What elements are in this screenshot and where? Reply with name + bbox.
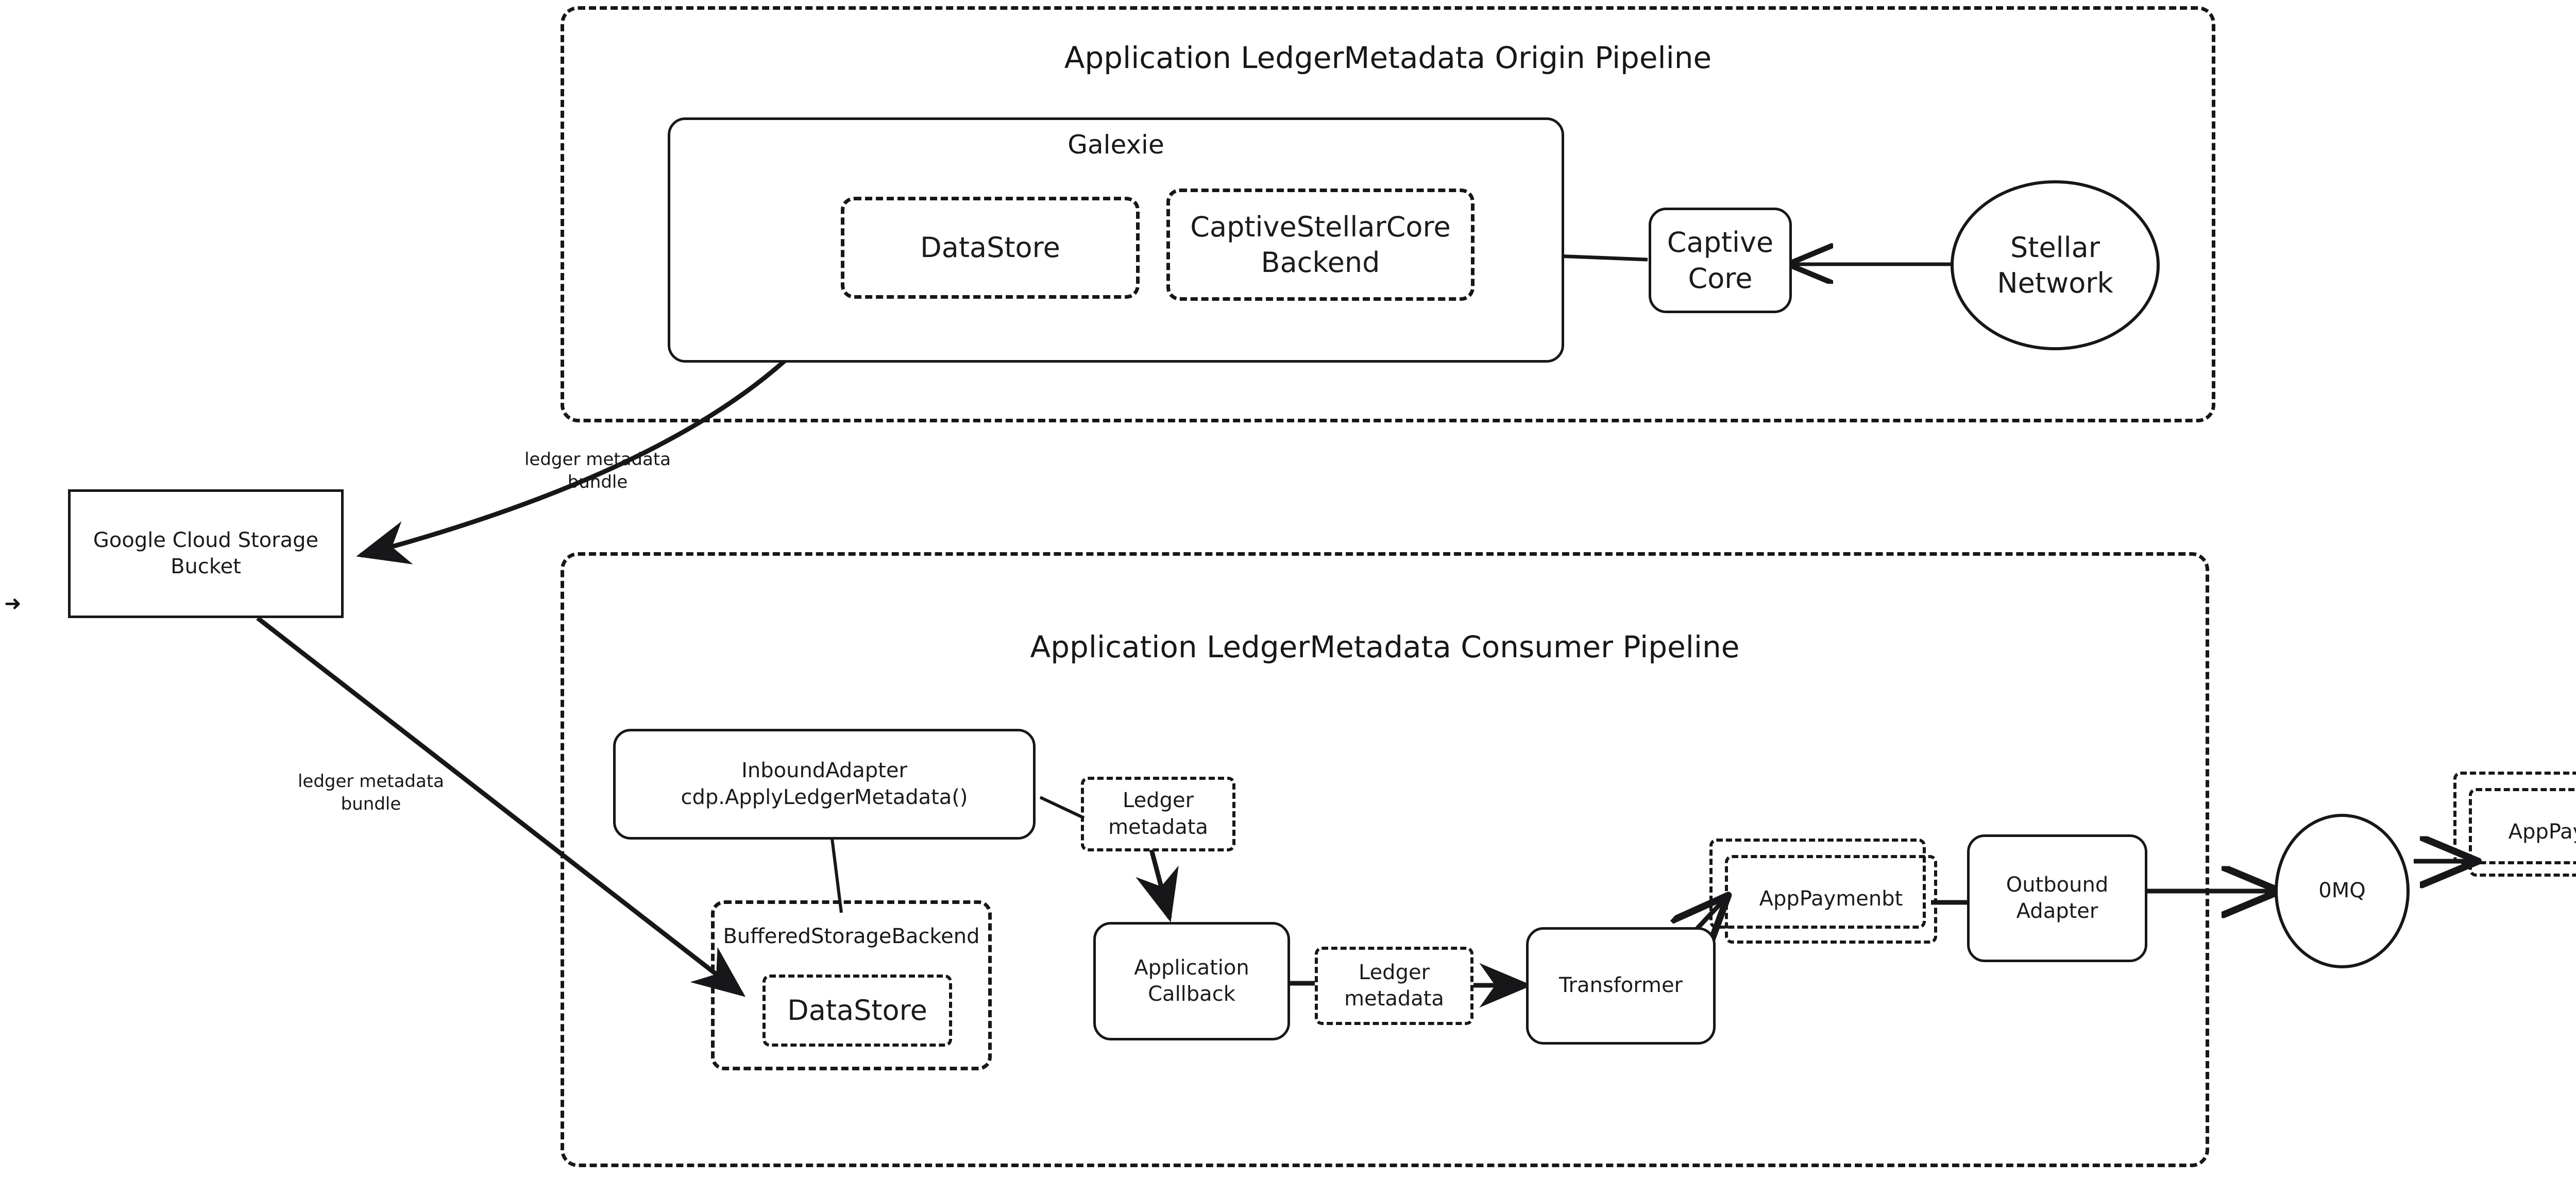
app-payment-outer-label: AppPaymenbt <box>2508 820 2576 844</box>
stellar-network-label: Stellar Network <box>1997 231 2113 299</box>
origin-pipeline-container <box>561 6 2215 422</box>
captive-stellar-core-backend-label: CaptiveStellarCore Backend <box>1190 210 1451 279</box>
galexie-title: Galexie <box>1067 130 1164 160</box>
app-payment-inner-label: AppPaymenbt <box>1759 887 1903 911</box>
galexie-datastore-node[interactable]: DataStore <box>841 197 1140 299</box>
captive-core-label: Captive Core <box>1667 226 1774 295</box>
zeromq-node[interactable]: 0MQ <box>2275 814 2410 968</box>
app-payment-outer-outline <box>2453 772 2576 864</box>
ledger-metadata-top-node[interactable]: Ledger metadata <box>1081 777 1235 851</box>
captive-stellar-core-backend-node[interactable]: CaptiveStellarCore Backend <box>1166 189 1475 301</box>
zeromq-label: 0MQ <box>2318 879 2366 903</box>
ledger-metadata-mid-node[interactable]: Ledger metadata <box>1315 947 1473 1025</box>
app-payment-outer-node[interactable]: AppPaymenbt <box>2469 788 2576 877</box>
buffered-datastore-node[interactable]: DataStore <box>762 975 952 1047</box>
application-callback-label: Application Callback <box>1134 955 1249 1006</box>
buffered-datastore-label: DataStore <box>787 994 927 1027</box>
consumer-bundle-edge-label: ledger metadata bundle <box>297 771 445 815</box>
inbound-adapter-label: InboundAdapter cdp.ApplyLedgerMetadata() <box>681 759 968 809</box>
inbound-adapter-node[interactable]: InboundAdapter cdp.ApplyLedgerMetadata() <box>613 729 1036 840</box>
application-callback-node[interactable]: Application Callback <box>1093 922 1290 1040</box>
captive-core-node[interactable]: Captive Core <box>1649 208 1792 313</box>
buffered-storage-backend-label: BufferedStorageBackend <box>723 925 980 948</box>
ledger-metadata-top-label: Ledger metadata <box>1108 789 1208 839</box>
outbound-adapter-node[interactable]: Outbound Adapter <box>1967 834 2147 962</box>
app-payment-inner-outline <box>1709 839 1926 929</box>
stellar-network-node[interactable]: Stellar Network <box>1951 180 2160 350</box>
app-payment-inner-node[interactable]: AppPaymenbt <box>1725 855 1937 944</box>
outbound-adapter-label: Outbound Adapter <box>2006 873 2109 923</box>
origin-pipeline-title: Application LedgerMetadata Origin Pipeli… <box>1064 40 1712 75</box>
ledger-metadata-mid-label: Ledger metadata <box>1344 960 1444 1011</box>
google-cloud-storage-bucket-label: Google Cloud Storage Bucket <box>93 528 319 578</box>
transformer-label: Transformer <box>1558 973 1683 998</box>
cursor-arrow-icon: ➜ <box>4 592 22 616</box>
galexie-datastore-label: DataStore <box>920 231 1060 264</box>
google-cloud-storage-bucket-node[interactable]: Google Cloud Storage Bucket <box>68 489 344 618</box>
transformer-node[interactable]: Transformer <box>1526 927 1716 1045</box>
origin-bundle-edge-label: ledger metadata bundle <box>524 449 671 493</box>
consumer-pipeline-title: Application LedgerMetadata Consumer Pipe… <box>1030 629 1740 664</box>
